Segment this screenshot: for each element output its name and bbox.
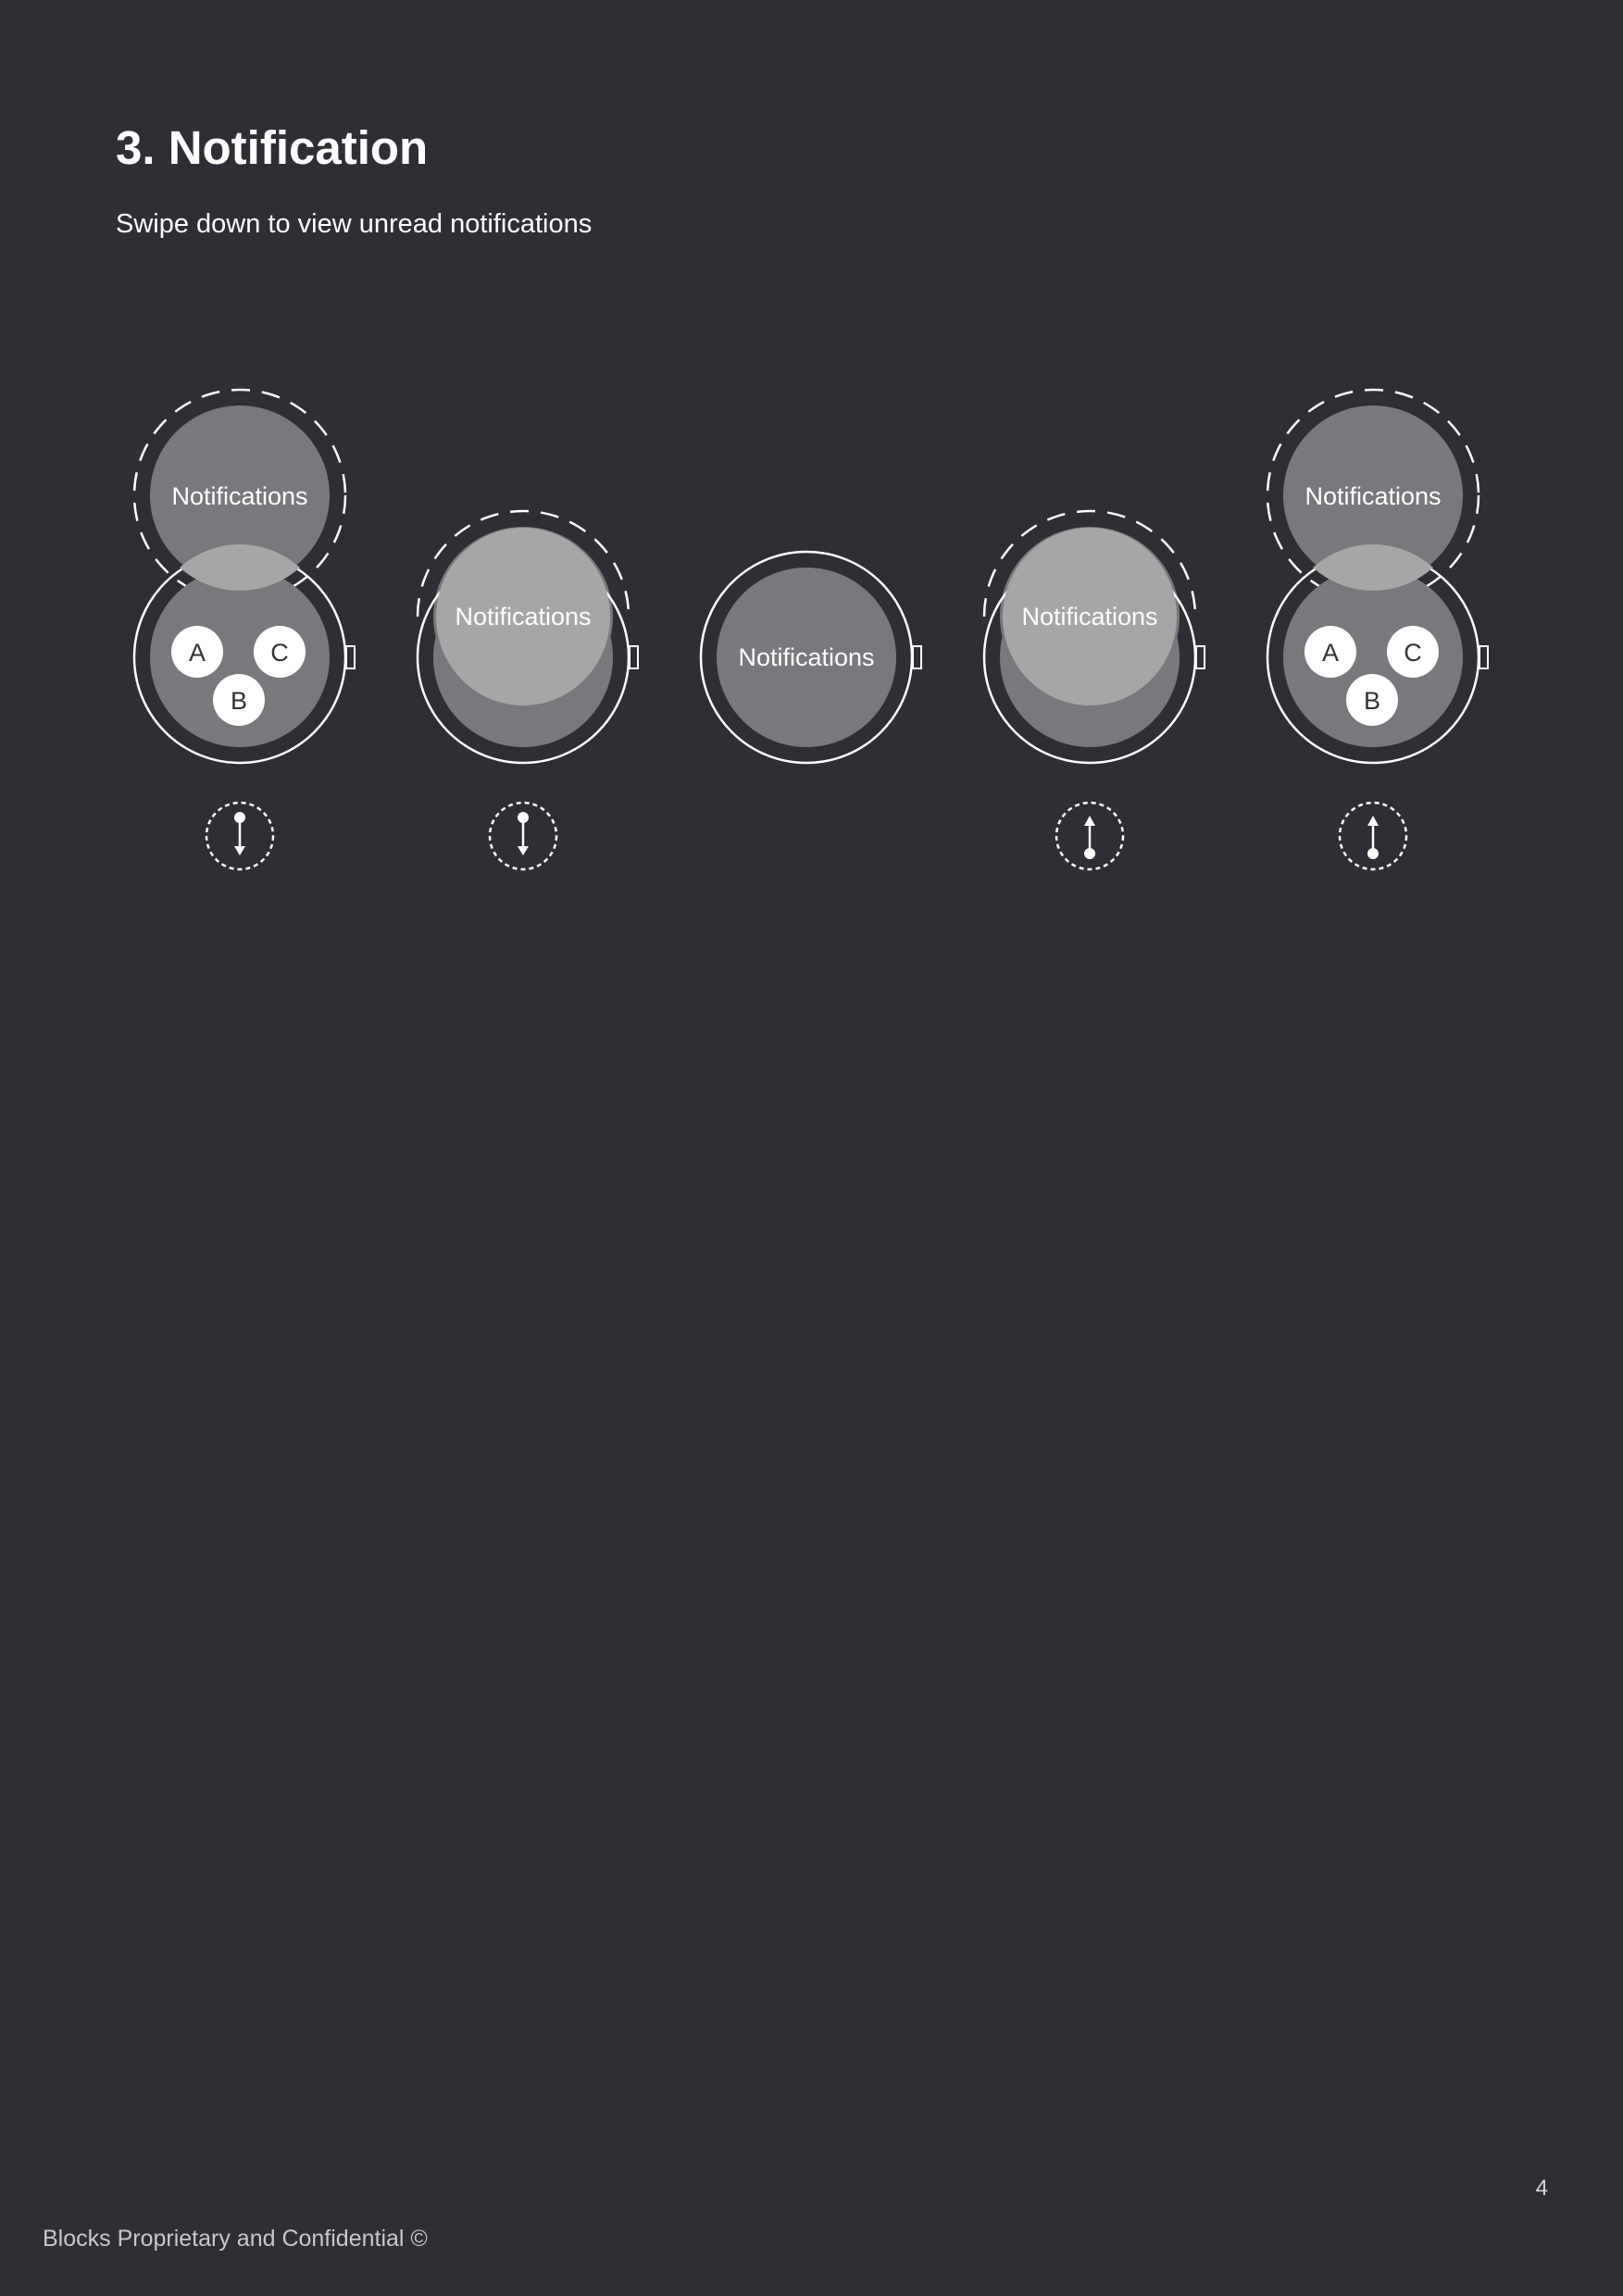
app-b[interactable] — [213, 674, 265, 726]
app-a[interactable] — [171, 626, 223, 678]
notification-label: Notifications — [1021, 603, 1157, 630]
notification-flow-diagram: Notifications A C B Notifications — [132, 388, 1489, 871]
notification-label: Notifications — [455, 603, 591, 630]
page-title: 3. Notification — [116, 121, 429, 174]
app-a-label: A — [1322, 639, 1339, 667]
panel-overlap — [1313, 544, 1433, 591]
panel-overlap — [180, 544, 300, 591]
watch-crown — [1479, 645, 1489, 669]
frame-3: Notifications — [699, 550, 922, 765]
app-c-label: C — [1404, 639, 1422, 667]
page-subtitle: Swipe down to view unread notifications — [116, 209, 593, 239]
watch-crown — [1195, 645, 1205, 669]
notification-panel — [1283, 406, 1463, 585]
frame-4: Notifications — [982, 509, 1205, 871]
notification-label: Notifications — [738, 643, 874, 671]
app-c[interactable] — [254, 626, 306, 678]
notification-panel-outline — [416, 509, 630, 618]
frame-2: Notifications — [416, 509, 639, 871]
swipe-up-icon — [1055, 801, 1125, 871]
watch-screen — [150, 568, 330, 747]
app-b-label: B — [1364, 687, 1380, 715]
panel-overlap — [436, 528, 610, 705]
frame-5: Notifications A C B — [1266, 388, 1489, 871]
footer-confidential: Blocks Proprietary and Confidential © — [43, 2226, 428, 2252]
app-a-label: A — [189, 639, 206, 667]
swipe-down-icon — [205, 801, 275, 871]
page-number: 4 — [1535, 2176, 1548, 2201]
panel-overlap — [1003, 528, 1177, 705]
watch-screen[interactable] — [717, 568, 896, 747]
watch-screen — [1283, 568, 1463, 747]
app-c-label: C — [270, 639, 289, 667]
watch-crown — [345, 645, 356, 669]
notification-label: Notifications — [171, 482, 307, 510]
app-a[interactable] — [1305, 626, 1356, 678]
notification-label: Notifications — [1305, 482, 1441, 510]
notification-panel — [150, 406, 330, 585]
app-c[interactable] — [1387, 626, 1439, 678]
notification-panel-outline — [982, 509, 1197, 618]
app-b-label: B — [231, 687, 247, 715]
swipe-up-icon — [1338, 801, 1408, 871]
frame-1: Notifications A C B — [132, 388, 356, 871]
swipe-down-icon — [488, 801, 558, 871]
watch-crown — [629, 645, 639, 669]
watch-crown — [912, 645, 922, 669]
app-b[interactable] — [1346, 674, 1398, 726]
